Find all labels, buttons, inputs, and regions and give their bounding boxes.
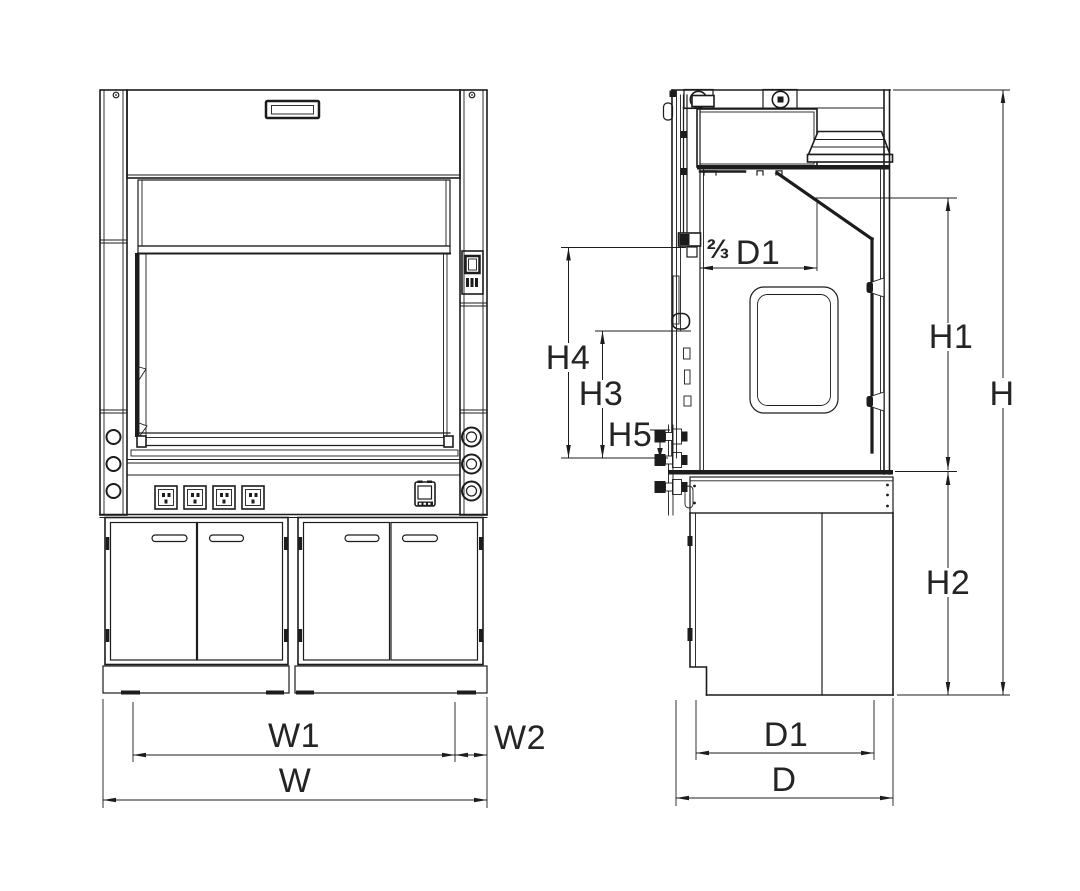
strip-bracket <box>662 102 674 121</box>
dimension-d: D <box>675 698 894 806</box>
dim-label-h3: H3 <box>579 375 623 413</box>
hinge-marks <box>105 537 483 642</box>
sash-cord-clip <box>138 366 147 382</box>
dimension-h4: H4 <box>546 247 686 459</box>
top-pulley-band <box>671 88 891 110</box>
cabinet-door[interactable] <box>109 521 198 661</box>
exhaust-collar <box>806 130 894 163</box>
service-knobs-right[interactable] <box>461 426 482 502</box>
dim-label-d: D <box>771 761 796 799</box>
cabinet-door[interactable] <box>390 521 479 661</box>
dimension-h1: H1 <box>813 197 974 472</box>
dimension-h5: H5 <box>608 416 670 458</box>
dim-label-w1: W1 <box>268 717 320 755</box>
front-right-post <box>459 89 488 516</box>
power-outlets[interactable] <box>154 485 265 510</box>
front-chamber-opening <box>135 252 448 439</box>
side-worktop <box>668 424 894 516</box>
tap-fitting <box>654 479 688 495</box>
side-view: ⅔ D1 H4 H3 H5 H1 <box>546 88 1019 806</box>
dimension-h3: H3 <box>579 330 691 458</box>
service-knobs-left[interactable] <box>105 429 122 499</box>
apron-controller[interactable] <box>414 480 436 507</box>
front-header-panel <box>126 89 461 179</box>
dim-label-h4: H4 <box>546 339 590 377</box>
sash-guide-strip <box>662 89 704 471</box>
dim-label-h2: H2 <box>926 564 970 602</box>
dim-label-h1: H1 <box>929 318 973 356</box>
dimension-h2: H2 <box>897 472 1010 696</box>
viewport-window <box>749 286 839 414</box>
outlet-socket <box>154 485 178 510</box>
front-view: W1 W2 W <box>99 89 546 808</box>
dim-label-h: H <box>989 375 1014 413</box>
dim-label-baffle-fraction: ⅔ <box>707 234 730 264</box>
drain-trap <box>684 485 694 509</box>
chamber-ceiling <box>697 165 890 176</box>
outlet-socket <box>183 485 207 510</box>
dim-label-w2: W2 <box>494 719 546 757</box>
front-left-post <box>99 89 128 516</box>
base-cabinets-front[interactable] <box>104 516 484 666</box>
dimension-w2: W2 <box>455 719 546 758</box>
door-handle[interactable] <box>208 534 245 543</box>
sash-control-panel[interactable] <box>461 250 484 295</box>
sash-handle-side[interactable] <box>671 312 691 330</box>
panel-clamp <box>871 391 885 412</box>
door-handle[interactable] <box>151 534 188 543</box>
dimension-h: H <box>893 89 1019 695</box>
dimension-w1: W1 <box>102 697 488 808</box>
dimension-two-thirds-d1: ⅔ D1 <box>700 200 818 272</box>
outlet-socket <box>212 485 236 510</box>
sash-handle[interactable] <box>264 99 321 120</box>
dim-label-d1: D1 <box>764 716 808 754</box>
panel-clamp <box>871 277 885 298</box>
cabinet-door[interactable] <box>196 521 284 661</box>
door-handle[interactable] <box>401 534 439 543</box>
dim-label-baffle-d1: D1 <box>736 234 780 272</box>
sash-pulley-icon <box>771 90 790 109</box>
cabinet-door[interactable] <box>302 521 391 661</box>
door-handle[interactable] <box>344 534 380 543</box>
front-sash[interactable] <box>137 179 451 255</box>
side-back-wall <box>866 89 891 475</box>
dimension-w: W <box>103 762 487 803</box>
dimension-d1: D1 <box>695 700 875 760</box>
plenum-box <box>696 108 818 168</box>
plinth-front <box>102 665 488 695</box>
tap-fitting <box>654 452 688 468</box>
dim-label-h5: H5 <box>608 416 652 454</box>
screw-icon <box>112 91 120 99</box>
baffle <box>774 170 875 454</box>
outlet-socket <box>241 485 265 510</box>
dim-label-w: W <box>279 762 312 800</box>
screw-icon <box>468 91 476 99</box>
base-cabinet-side <box>687 512 894 696</box>
